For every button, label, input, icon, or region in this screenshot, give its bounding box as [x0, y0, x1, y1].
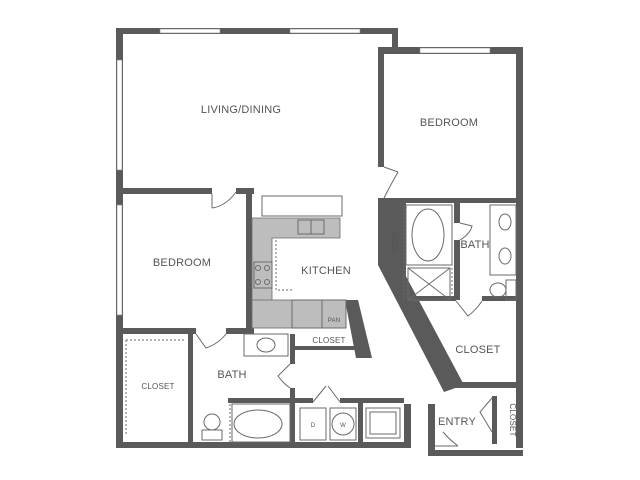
doors [195, 166, 493, 447]
label-desk: DESK [390, 232, 399, 255]
label-entry: ENTRY [438, 416, 477, 428]
bath-left-fixtures [125, 333, 291, 443]
label-closet-left: CLOSET [141, 382, 174, 391]
kitchen-fixtures [251, 195, 347, 329]
label-pantry: PAN [328, 318, 341, 324]
label-bedroom-right: BEDROOM [420, 117, 478, 129]
laundry-fixtures [299, 407, 401, 441]
windows [116, 28, 491, 316]
label-washer: W [340, 423, 346, 429]
interior-walls [116, 47, 516, 444]
label-living-dining: LIVING/DINING [201, 104, 281, 116]
label-bath-left: BATH [217, 369, 246, 381]
label-kitchen: KITCHEN [301, 265, 351, 277]
label-closet-right: CLOSET [455, 344, 500, 356]
label-bath-right: BATH [460, 239, 489, 251]
label-closet-entry: CLOSET [508, 403, 517, 436]
label-dryer: D [311, 423, 316, 429]
bath-right-fixtures [403, 204, 517, 301]
label-bedroom-left: BEDROOM [153, 257, 211, 269]
label-closet-hall: CLOSET [312, 336, 345, 345]
room-labels: LIVING/DINING BEDROOM BEDROOM KITCHEN BA… [141, 104, 517, 437]
